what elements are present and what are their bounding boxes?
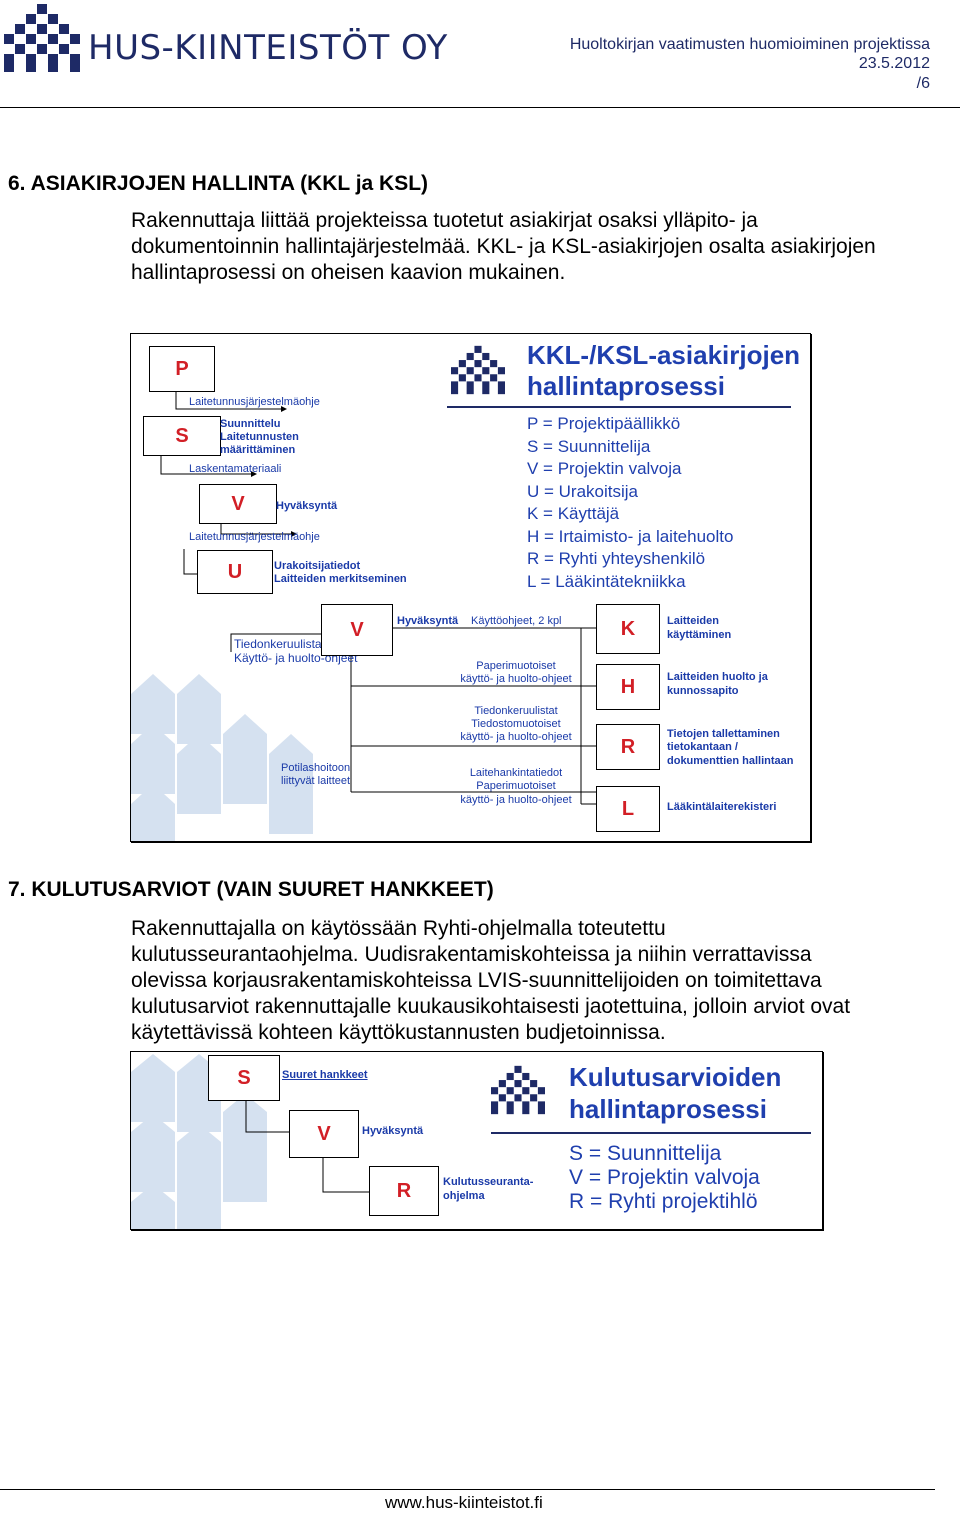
section-7-line-5: käytettävissä kohteen käyttökustannusten… [131, 1021, 666, 1044]
label-tiedonkeruu-1: Tiedonkeruulistat [234, 637, 325, 651]
node-u: U [197, 550, 273, 594]
section-6-line-1: Rakennuttaja liittää projekteissa tuotet… [131, 209, 758, 232]
node-r: R [596, 724, 660, 770]
node-v2: V [321, 604, 393, 656]
label-hyvaksynta-3: Hyväksyntä [362, 1125, 424, 1137]
section-7-line-2: kulutusseurantaohjelma. Uudisrakentamisk… [131, 943, 812, 966]
label-potilas-2: liittyvät laitteet [281, 775, 351, 787]
node-s-2: S [208, 1055, 280, 1101]
label-suunnittelu-1: Suunnittelu [220, 418, 281, 430]
header-date: 23.5.2012 [858, 55, 930, 72]
label-urakoitsija-1: Urakoitsijatiedot [274, 560, 361, 572]
background-houses-2 [131, 1054, 267, 1229]
document-process-diagram: P Laitetunnusjärjestelmäohje S Suunnitte… [130, 333, 811, 842]
background-houses [131, 674, 313, 841]
section-7-line-3: olevissa korjausrakentamiskohteissa LVIS… [131, 969, 822, 992]
company-logo-icon [4, 4, 80, 72]
legend-s: S = Suunnittelija [527, 437, 651, 456]
header-rule [0, 107, 960, 108]
label-tiedonkeruu2-2: Tiedostomuotoiset [471, 718, 561, 730]
label-kulutus-2: ohjelma [443, 1190, 485, 1202]
node-h: H [596, 664, 660, 710]
section-7-line-4: kulutusarviot rakennuttajalle kuukausiko… [131, 995, 851, 1018]
flow-lines [160, 391, 601, 805]
section-7-line-1: Rakennuttajalla on käytössään Ryhti-ohje… [131, 917, 666, 940]
section-6-heading: 6. ASIAKIRJOJEN HALLINTA (KKL ja KSL) [8, 172, 429, 195]
footer-rule [0, 1489, 935, 1490]
diagram-1-title-2: hallintaprosessi [527, 371, 725, 401]
label-hyvaksynta-2: Hyväksyntä [397, 615, 459, 627]
node-s: S [143, 416, 221, 456]
label-kayttoohjeet: Käyttöohjeet, 2 kpl [471, 615, 562, 627]
project-title: Huoltokirjan vaatimusten huomioiminen pr… [569, 36, 930, 53]
label-urakoitsija-2: Laitteiden merkitseminen [274, 573, 407, 585]
section-6-line-2: dokumentoinnin hallintajärjestelmää. KKL… [131, 235, 876, 258]
label-potilas-1: Potilashoitoon [281, 762, 351, 774]
label-h-desc-2: kunnossapito [667, 685, 739, 697]
legend-l: L = Lääkintätekniikka [527, 572, 686, 591]
label-k-desc-1: Laitteiden [667, 615, 719, 627]
legend-2-v: V = Projektin valvoja [569, 1166, 760, 1189]
label-laitehankinta-3: käyttö- ja huolto-ohjeet [460, 794, 572, 806]
legend-v: V = Projektin valvoja [527, 459, 682, 478]
label-laitehankinta-2: Paperimuotoiset [476, 780, 556, 792]
section-6-line-3: hallintaprosessi on oheisen kaavion muka… [131, 261, 566, 284]
label-laskenta: Laskentamateriaali [189, 463, 282, 475]
page-number: /6 [916, 75, 930, 92]
label-laitetunnus-2: Laitetunnusjärjestelmäohje [189, 531, 320, 543]
legend-2-r: R = Ryhti projektihlö [569, 1190, 758, 1213]
legend-u: U = Urakoitsija [527, 482, 639, 501]
label-suunnittelu-2: Laitetunnusten [220, 431, 299, 443]
node-r-2: R [369, 1166, 439, 1216]
label-laitetunnus-1: Laitetunnusjärjestelmäohje [189, 396, 320, 408]
diagram-2-title-1: Kulutusarvioiden [569, 1062, 782, 1092]
label-tiedonkeruu2-1: Tiedonkeruulistat [474, 705, 558, 717]
node-v: V [199, 484, 277, 524]
node-k: K [596, 604, 660, 654]
node-v-3: V [289, 1110, 359, 1158]
label-hyvaksynta-1: Hyväksyntä [276, 500, 338, 512]
diagram-2-title-rule [491, 1132, 811, 1134]
legend-p: P = Projektipäällikkö [527, 414, 681, 433]
label-kulutus-1: Kulutusseuranta- [443, 1176, 534, 1188]
company-name: HUS-KIINTEISTÖT OY [88, 28, 448, 68]
diagram-1-title-rule [447, 406, 791, 408]
diagram-logo-icon [451, 345, 505, 395]
label-r-desc-2: tietokantaan / [667, 741, 738, 753]
footer-url[interactable]: www.hus-kiinteistot.fi [385, 1493, 543, 1512]
label-k-desc-2: käyttäminen [667, 629, 732, 641]
legend-r: R = Ryhti yhteyshenkilö [527, 549, 706, 568]
label-r-desc-1: Tietojen tallettaminen [667, 728, 780, 740]
label-r-desc-3: dokumenttien hallintaan [667, 755, 794, 767]
label-suunnittelu-3: määrittäminen [220, 444, 296, 456]
section-7-heading: 7. KULUTUSARVIOT (VAIN SUURET HANKKEET) [8, 878, 494, 901]
legend-h: H = Irtaimisto- ja laitehuolto [527, 527, 734, 546]
node-p: P [149, 346, 215, 392]
label-paperi-2: käyttö- ja huolto-ohjeet [460, 673, 572, 685]
legend-2-s: S = Suunnittelija [569, 1142, 722, 1165]
legend-k: K = Käyttäjä [527, 504, 620, 523]
diagram-2-title-2: hallintaprosessi [569, 1094, 767, 1124]
label-tiedonkeruu2-3: käyttö- ja huolto-ohjeet [460, 731, 572, 743]
node-l: L [596, 786, 660, 832]
label-l-desc: Lääkintälaiterekisteri [667, 801, 777, 813]
label-suuret: Suuret hankkeet [282, 1069, 368, 1081]
consumption-process-diagram: S Suuret hankkeet V Hyväksyntä R Kulutus… [130, 1051, 823, 1230]
diagram-1-title-1: KKL-/KSL-asiakirjojen [527, 340, 801, 370]
label-h-desc-1: Laitteiden huolto ja [667, 671, 768, 683]
label-laitehankinta-1: Laitehankintatiedot [469, 767, 563, 779]
label-paperi-1: Paperimuotoiset [476, 660, 556, 672]
diagram-2-logo-icon [491, 1065, 545, 1115]
